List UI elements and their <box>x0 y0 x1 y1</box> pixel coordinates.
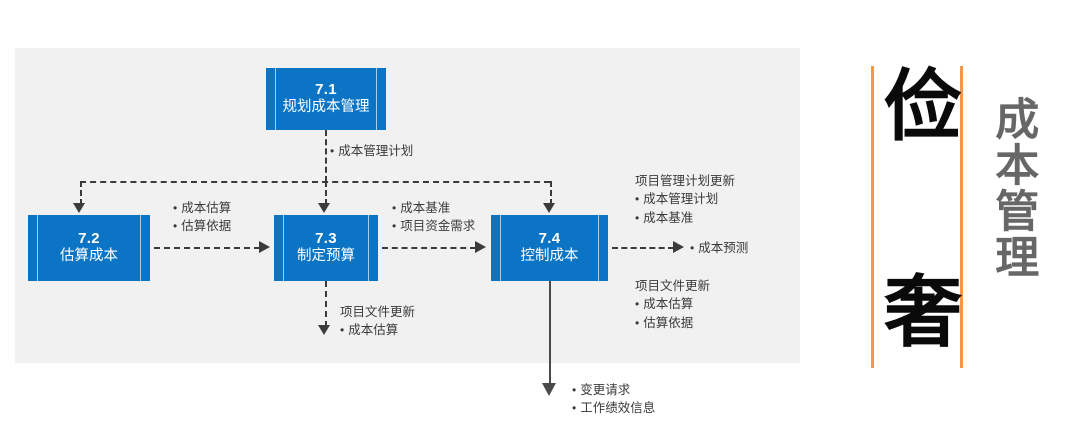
process-box-7-3[interactable]: 7.3 制定预算 <box>274 215 378 281</box>
label-bullet: 成本基准 <box>392 199 475 217</box>
process-box-7-1[interactable]: 7.1 规划成本管理 <box>266 68 386 130</box>
label-project-doc-updates-mid: 项目文件更新 成本估算 <box>340 303 415 340</box>
connector-73-down <box>325 281 327 327</box>
connector-bus-to-74 <box>550 181 552 205</box>
connector-72-to-73 <box>154 247 260 249</box>
label-bullet: 估算依据 <box>173 217 231 235</box>
label-bullet: 成本估算 <box>340 321 415 339</box>
process-name: 规划成本管理 <box>282 99 370 116</box>
accent-line-left <box>871 66 874 368</box>
label-header: 项目管理计划更新 <box>635 174 736 188</box>
label-pm-plan-updates: 项目管理计划更新 成本管理计划 成本基准 <box>635 172 735 227</box>
label-bullet: 成本基准 <box>635 209 735 227</box>
vertical-title: 成本管理 <box>987 96 1039 280</box>
label-control-outputs: 变更请求 工作绩效信息 <box>572 381 655 418</box>
process-number: 7.1 <box>315 81 337 98</box>
arrowhead-72-to-73 <box>259 241 270 253</box>
big-char-top: 俭 <box>884 62 963 152</box>
arrowhead-to-74 <box>543 203 555 213</box>
label-bullet: 项目资金需求 <box>392 217 475 235</box>
label-budget-outputs: 成本基准 项目资金需求 <box>392 199 475 236</box>
box-right-band <box>140 215 141 281</box>
process-number: 7.3 <box>315 230 337 247</box>
label-cost-management-plan: 成本管理计划 <box>330 142 413 160</box>
box-right-band <box>368 215 369 281</box>
box-left-band <box>283 215 284 281</box>
label-bullet: 工作绩效信息 <box>572 399 655 417</box>
label-header: 项目文件更新 <box>340 305 416 319</box>
process-box-7-4[interactable]: 7.4 控制成本 <box>491 215 608 281</box>
connector-distribution-bus <box>80 181 550 183</box>
box-left-band <box>500 215 501 281</box>
big-char-bottom: 奢 <box>884 268 963 358</box>
process-number: 7.2 <box>78 230 100 247</box>
accent-line-right <box>960 66 963 368</box>
arrowhead-to-73 <box>318 203 330 213</box>
label-bullet: 成本估算 <box>635 295 710 313</box>
process-box-7-2[interactable]: 7.2 估算成本 <box>28 215 150 281</box>
arrowhead-74-to-forecast <box>673 241 684 253</box>
box-left-band <box>275 68 276 130</box>
label-bullet: 变更请求 <box>572 381 655 399</box>
arrowhead-74-down <box>542 383 556 396</box>
label-bullet: 成本预测 <box>690 239 748 257</box>
label-cost-forecast: 成本预测 <box>690 239 748 257</box>
label-header: 项目文件更新 <box>635 279 711 293</box>
arrowhead-73-down <box>318 325 330 335</box>
label-estimate-outputs: 成本估算 估算依据 <box>173 199 231 236</box>
box-right-band <box>598 215 599 281</box>
process-name: 制定预算 <box>297 248 355 265</box>
box-left-band <box>37 215 38 281</box>
connector-73-to-74 <box>382 247 476 249</box>
arrowhead-73-to-74 <box>475 241 486 253</box>
arrowhead-to-72 <box>73 203 85 213</box>
label-bullet: 估算依据 <box>635 314 710 332</box>
label-bullet: 成本估算 <box>173 199 231 217</box>
box-right-band <box>376 68 377 130</box>
label-project-doc-updates-right: 项目文件更新 成本估算 估算依据 <box>635 277 710 332</box>
process-name: 控制成本 <box>520 248 579 265</box>
label-bullet: 成本管理计划 <box>330 142 413 160</box>
connector-74-to-forecast <box>612 247 674 249</box>
connector-74-down <box>549 281 551 385</box>
label-bullet: 成本管理计划 <box>635 190 735 208</box>
process-number: 7.4 <box>538 230 561 247</box>
connector-71-down <box>325 130 327 182</box>
connector-bus-to-72 <box>80 181 82 205</box>
connector-bus-to-73 <box>325 181 327 205</box>
process-name: 估算成本 <box>60 248 118 265</box>
